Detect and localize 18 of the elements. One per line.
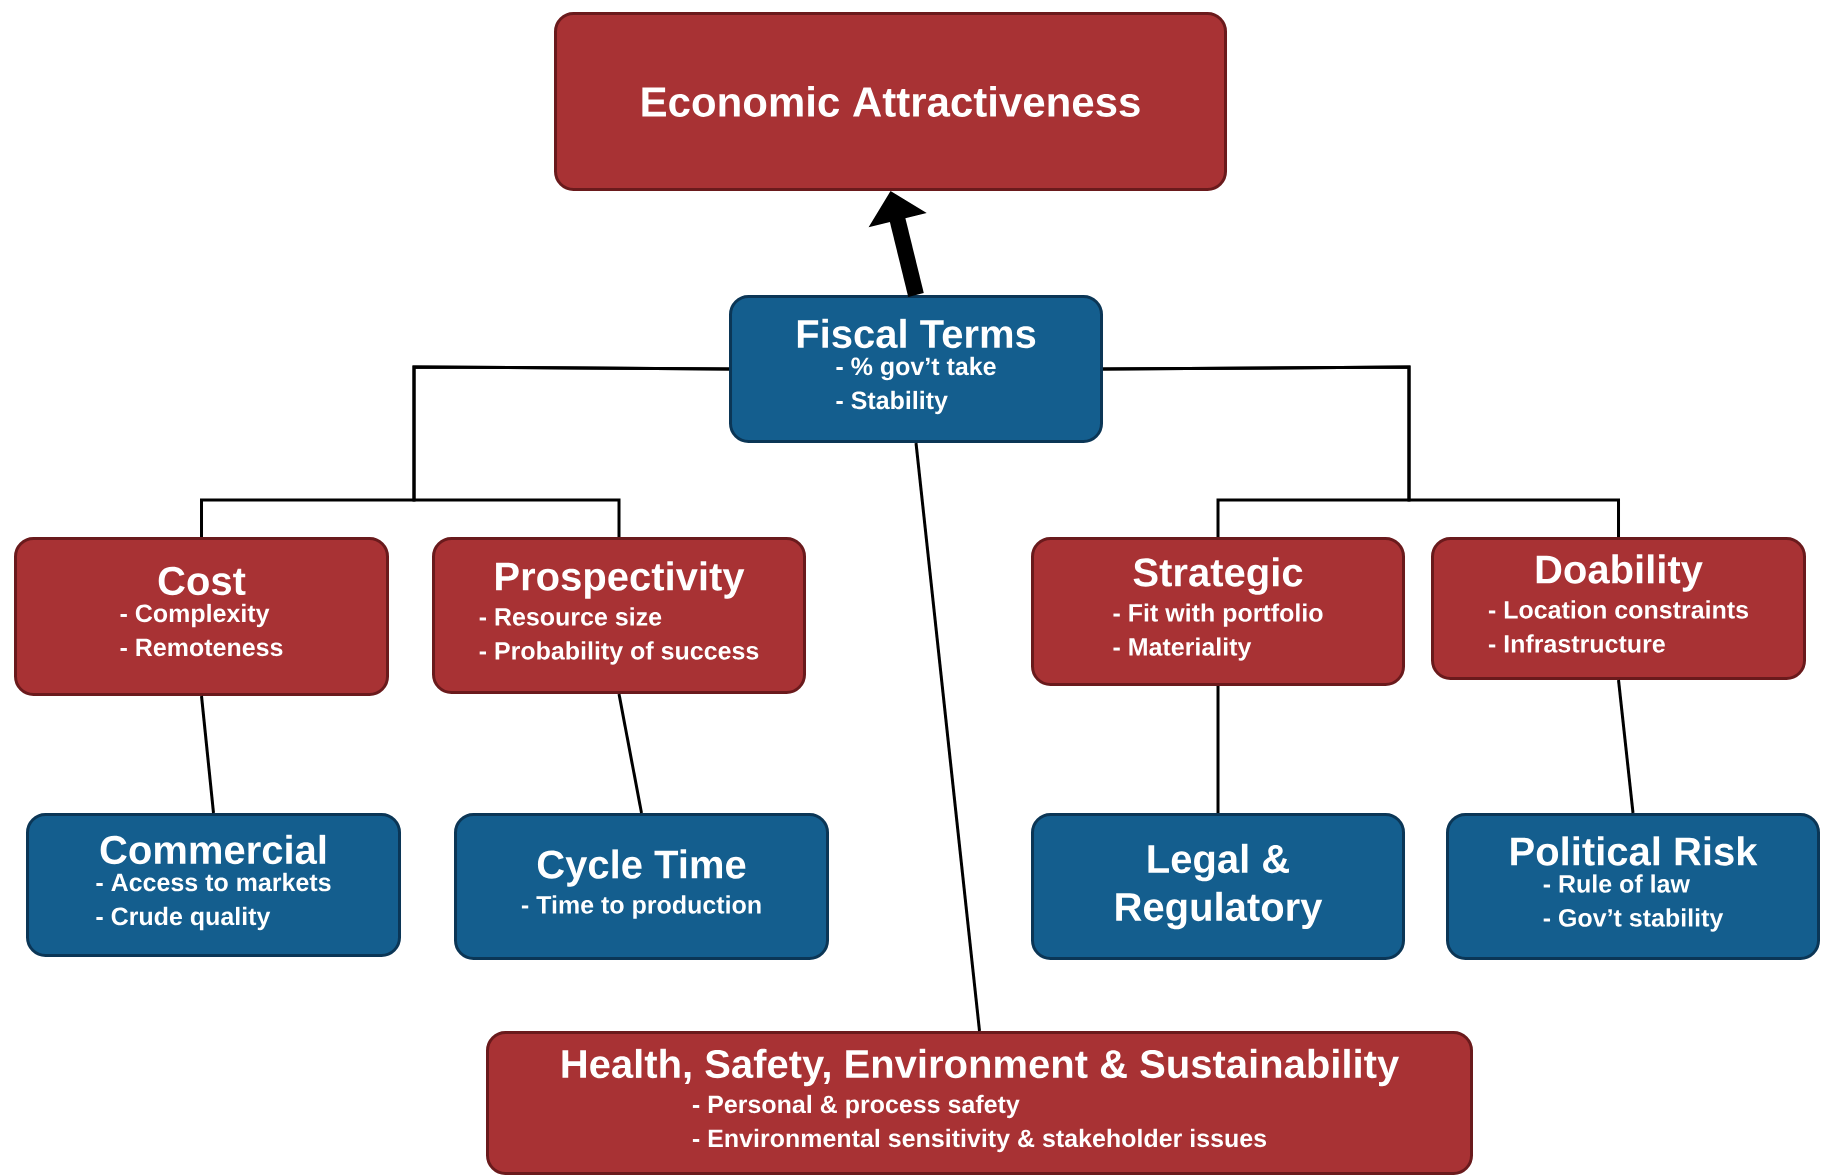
process-box: Health, Safety, Environment & Sustainability - Personal & process safety - Environmental sensitivity & stakeholder issues — [486, 1031, 1473, 1175]
process-box: Strategic - Fit with portfolio - Materiality — [1031, 537, 1405, 686]
process-box: Prospectivity - Resource size - Probability of success — [432, 537, 806, 694]
process-box: Doability - Location constraints - Infrastructure — [1431, 537, 1806, 680]
process-box: Commercial - Access to markets - Crude quality — [26, 813, 401, 957]
connector-line — [200, 695, 215, 814]
process-box: Economic Attractiveness — [554, 12, 1227, 191]
process-box: Legal & Regulatory — [1031, 813, 1405, 960]
process-box: Fiscal Terms - % gov’t take - Stability — [729, 295, 1103, 443]
process-box: Cost - Complexity - Remoteness — [14, 537, 389, 696]
connector-line — [412, 365, 730, 537]
connector-line — [1103, 365, 1620, 537]
process-box: Political Risk - Rule of law - Gov’t stability — [1446, 813, 1820, 960]
connector-line — [617, 693, 643, 814]
process-box: Cycle Time - Time to production — [454, 813, 829, 960]
connector-line — [914, 442, 981, 1032]
connector-line — [1617, 679, 1635, 814]
connector-line — [1216, 686, 1220, 813]
